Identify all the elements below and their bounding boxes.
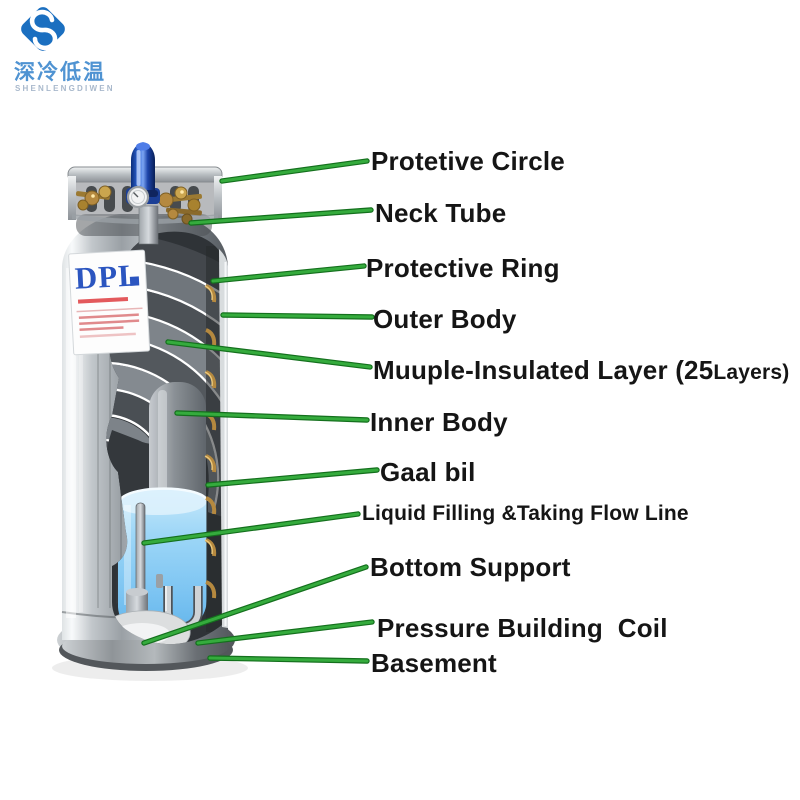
label-liquid-filling-line: Liquid Filling &Taking Flow Line (362, 502, 689, 525)
label-outer-body: Outer Body (373, 304, 517, 334)
neck-tube (138, 205, 159, 245)
dpl-sticker: DPL (68, 249, 151, 356)
leader-protective-circle (219, 158, 370, 184)
label-protective-ring: Protective Ring (366, 253, 560, 283)
sticker-brand-text: DPL (74, 257, 141, 295)
label-inner-body: Inner Body (370, 407, 508, 437)
label-basement: Basement (371, 648, 497, 678)
leader-outer-body (220, 312, 375, 320)
leader-inner-body (174, 410, 370, 423)
label-neck-tube: Neck Tube (375, 198, 507, 228)
leader-bottom-support (141, 564, 369, 646)
dip-tube (135, 502, 146, 599)
logo-chinese-name: 深冷低温 (14, 61, 106, 84)
gas-coil-sections (204, 284, 217, 599)
leader-neck-tube (188, 207, 374, 226)
logo-diamond-icon (21, 7, 65, 51)
leader-gas-coil (205, 467, 380, 488)
leader-liquid-line (141, 511, 361, 546)
leader-insulated-layer (165, 339, 373, 370)
pressure-gauge (126, 185, 150, 209)
blue-valve-cap (128, 142, 158, 197)
logo-roman-name: SHENLENGDIWEN (15, 84, 115, 93)
label-protective-circle: Protetive Circle (371, 146, 565, 176)
label-pressure-building-coil: Pressure Building Coil (377, 613, 668, 643)
label-gas-coil: Gaal bil (380, 457, 476, 487)
leader-pressure-coil (195, 619, 375, 646)
label-bottom-support: Bottom Support (370, 552, 571, 582)
brand-logo: 深冷低温 SHENLENGDIWEN (0, 0, 200, 110)
brass-valves-right (158, 186, 202, 225)
leader-lines (141, 158, 380, 664)
valve-cluster (75, 142, 202, 225)
leader-protective-ring (210, 263, 367, 284)
leader-basement (207, 655, 370, 664)
brass-valves-left (75, 185, 112, 211)
label-insulated-layer: Muuple-Insulated Layer (25Layers) (373, 355, 790, 385)
